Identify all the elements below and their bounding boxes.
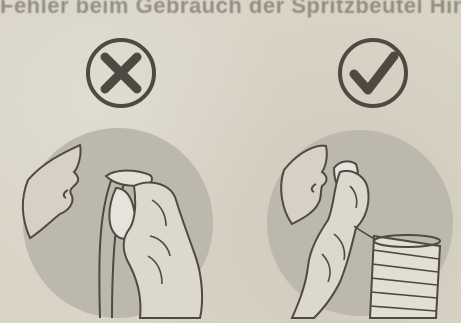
correct-scene [267, 130, 453, 318]
incorrect-panel [0, 0, 230, 323]
incorrect-illustration [0, 0, 230, 323]
correct-illustration [230, 0, 461, 323]
check-icon [340, 40, 406, 106]
incorrect-scene [23, 128, 213, 318]
correct-panel [230, 0, 461, 323]
x-icon [88, 40, 154, 106]
striped-cup [370, 235, 440, 318]
